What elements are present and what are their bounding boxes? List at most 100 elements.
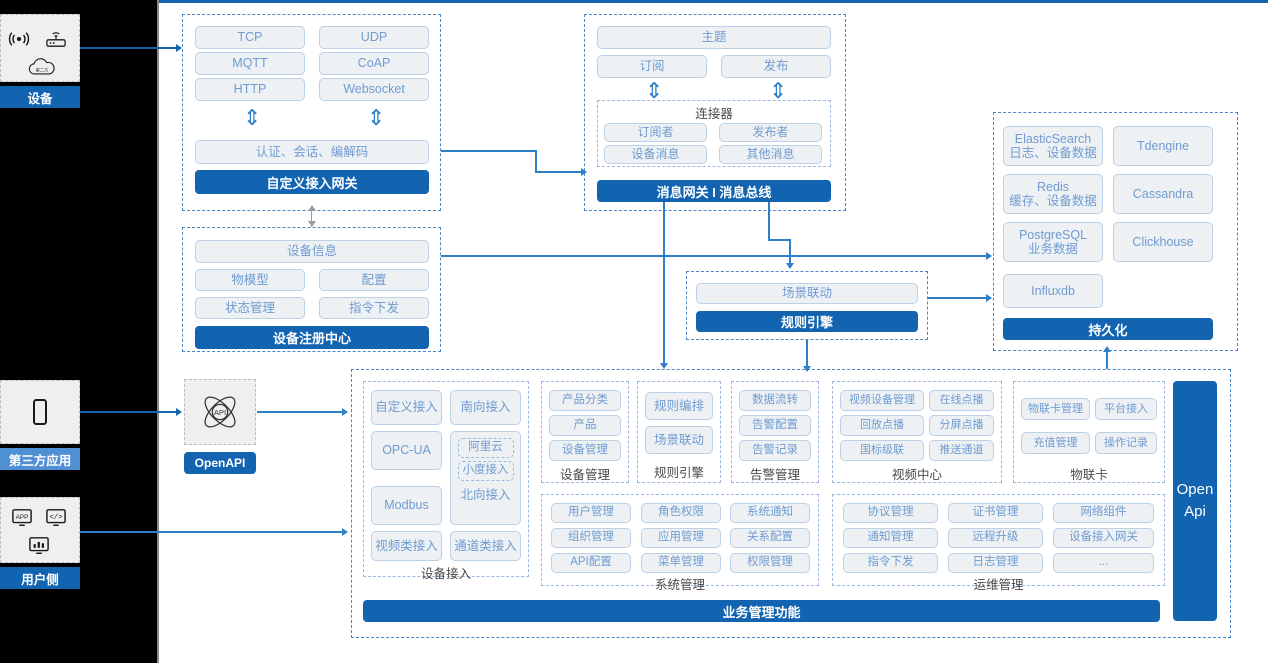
state-mgmt-cell[interactable]: 状态管理 bbox=[195, 297, 305, 319]
dm-product-category[interactable]: 产品分类 bbox=[549, 390, 621, 411]
conn-bus-down-arrow bbox=[660, 363, 668, 369]
sm-user-mgmt[interactable]: 用户管理 bbox=[551, 503, 631, 523]
protocol-tcp[interactable]: TCP bbox=[195, 26, 305, 49]
vc-online-vod[interactable]: 在线点播 bbox=[929, 390, 994, 411]
om-device-access-gateway[interactable]: 设备接入网关 bbox=[1053, 528, 1154, 548]
postgresql-line2: 业务数据 bbox=[1027, 242, 1078, 256]
vc-push-channel[interactable]: 推送通道 bbox=[929, 440, 994, 461]
subscribe-cell[interactable]: 订阅 bbox=[597, 55, 707, 78]
router-icon bbox=[46, 32, 66, 47]
protocol-coap[interactable]: CoAP bbox=[319, 52, 429, 75]
sm-menu-mgmt[interactable]: 菜单管理 bbox=[641, 553, 721, 573]
sm-api-config[interactable]: API配置 bbox=[551, 553, 631, 573]
sm-permission-mgmt[interactable]: 权限管理 bbox=[730, 553, 810, 573]
persistence-elasticsearch[interactable]: ElasticSearch 日志、设备数据 bbox=[1003, 126, 1103, 166]
re-scene-linkage[interactable]: 场景联动 bbox=[645, 426, 713, 454]
re-rule-orchestration[interactable]: 规则编排 bbox=[645, 392, 713, 420]
protocol-mqtt[interactable]: MQTT bbox=[195, 52, 305, 75]
persistence-clickhouse[interactable]: Clickhouse bbox=[1113, 222, 1213, 262]
dm-product[interactable]: 产品 bbox=[549, 415, 621, 436]
config-cell[interactable]: 配置 bbox=[319, 269, 429, 291]
om-notice-mgmt[interactable]: 通知管理 bbox=[843, 528, 938, 548]
da-channel-access[interactable]: 通道类接入 bbox=[450, 531, 521, 561]
da-aliyun[interactable]: 阿里云 bbox=[457, 438, 514, 458]
da-northbound-label: 北向接入 bbox=[460, 488, 511, 502]
ic-iot-card-mgmt[interactable]: 物联卡管理 bbox=[1021, 398, 1090, 420]
sm-org-mgmt[interactable]: 组织管理 bbox=[551, 528, 631, 548]
sm-app-mgmt[interactable]: 应用管理 bbox=[641, 528, 721, 548]
sm-role-permission[interactable]: 角色权限 bbox=[641, 503, 721, 523]
persistence-redis[interactable]: Redis 缓存、设备数据 bbox=[1003, 174, 1103, 214]
da-opc-ua[interactable]: OPC-UA bbox=[371, 431, 442, 470]
protocol-http[interactable]: HTTP bbox=[195, 78, 305, 101]
rule-engine-bar[interactable]: 规则引擎 bbox=[696, 311, 918, 332]
conn-bus-rule-v1 bbox=[768, 202, 770, 240]
device-info-cell[interactable]: 设备信息 bbox=[195, 240, 429, 263]
om-protocol-mgmt[interactable]: 协议管理 bbox=[843, 503, 938, 523]
am-alarm-record[interactable]: 告警记录 bbox=[739, 440, 811, 461]
conn-bus-down-v bbox=[663, 202, 665, 366]
dm-device-management[interactable]: 设备管理 bbox=[549, 440, 621, 461]
om-cert-mgmt[interactable]: 证书管理 bbox=[948, 503, 1043, 523]
publish-cell[interactable]: 发布 bbox=[721, 55, 831, 78]
vertical-divider bbox=[157, 0, 159, 663]
code-screen-icon: </> bbox=[46, 509, 66, 526]
am-alarm-config[interactable]: 告警配置 bbox=[739, 415, 811, 436]
rule-engine-biz-title: 规则引擎 bbox=[653, 466, 704, 480]
da-modbus[interactable]: Modbus bbox=[371, 486, 442, 525]
openapi-bar[interactable]: OpenAPI bbox=[184, 452, 256, 474]
scene-linkage-cell[interactable]: 场景联动 bbox=[696, 283, 918, 304]
conn-registry-persist-arrow bbox=[986, 252, 992, 260]
vc-video-device-mgmt[interactable]: 视频设备管理 bbox=[840, 390, 924, 411]
registry-bar[interactable]: 设备注册中心 bbox=[195, 326, 429, 349]
da-custom-access[interactable]: 自定义接入 bbox=[371, 390, 442, 425]
ic-operation-record[interactable]: 操作记录 bbox=[1095, 432, 1157, 454]
protocol-udp[interactable]: UDP bbox=[319, 26, 429, 49]
topic-cell[interactable]: 主题 bbox=[597, 26, 831, 49]
rule-engine-group bbox=[686, 271, 928, 340]
am-data-flow[interactable]: 数据流转 bbox=[739, 390, 811, 411]
message-bus-bar[interactable]: 消息网关 I 消息总线 bbox=[597, 180, 831, 202]
da-xiaodu[interactable]: 小度接入 bbox=[457, 461, 514, 481]
om-more[interactable]: ... bbox=[1053, 553, 1154, 573]
gateway-bar[interactable]: 自定义接入网关 bbox=[195, 170, 429, 194]
om-command-issue[interactable]: 指令下发 bbox=[843, 553, 938, 573]
device-access-group bbox=[363, 381, 529, 577]
vc-gb-cascade[interactable]: 国标级联 bbox=[840, 440, 924, 461]
connector-publisher[interactable]: 发布者 bbox=[719, 123, 822, 142]
om-network-component[interactable]: 网络组件 bbox=[1053, 503, 1154, 523]
connector-subscriber[interactable]: 订阅者 bbox=[604, 123, 707, 142]
thing-model-cell[interactable]: 物模型 bbox=[195, 269, 305, 291]
connector-other-message[interactable]: 其他消息 bbox=[719, 145, 822, 164]
om-log-mgmt[interactable]: 日志管理 bbox=[948, 553, 1043, 573]
ic-recharge-mgmt[interactable]: 充值管理 bbox=[1021, 432, 1090, 454]
da-video-access[interactable]: 视频类接入 bbox=[371, 531, 442, 561]
open-api-side-bar[interactable]: Open Api bbox=[1173, 381, 1217, 621]
connector-device-message[interactable]: 设备消息 bbox=[604, 145, 707, 164]
sm-system-notice[interactable]: 系统通知 bbox=[730, 503, 810, 523]
persistence-cassandra[interactable]: Cassandra bbox=[1113, 174, 1213, 214]
command-issue-cell[interactable]: 指令下发 bbox=[319, 297, 429, 319]
protocol-websocket[interactable]: Websocket bbox=[319, 78, 429, 101]
persistence-postgresql[interactable]: PostgreSQL 业务数据 bbox=[1003, 222, 1103, 262]
sm-relation-config[interactable]: 关系配置 bbox=[730, 528, 810, 548]
alarm-mgmt-group bbox=[731, 381, 819, 483]
gateway-middle-cell[interactable]: 认证、会话、编解码 bbox=[195, 140, 429, 164]
om-remote-upgrade[interactable]: 远程升级 bbox=[948, 528, 1043, 548]
da-northbound-box[interactable]: 阿里云 小度接入 北向接入 bbox=[450, 431, 521, 525]
da-southbound-access[interactable]: 南向接入 bbox=[450, 390, 521, 425]
elasticsearch-line2: 日志、设备数据 bbox=[1009, 146, 1097, 160]
conn-registry-persist bbox=[441, 255, 987, 257]
vc-playback-vod[interactable]: 回放点播 bbox=[840, 415, 924, 436]
persistence-influxdb[interactable]: Influxdb bbox=[1003, 274, 1103, 308]
persistence-bar[interactable]: 持久化 bbox=[1003, 318, 1213, 340]
business-function-bar[interactable]: 业务管理功能 bbox=[363, 600, 1160, 622]
business-group bbox=[351, 369, 1231, 638]
ic-platform-access[interactable]: 平台接入 bbox=[1095, 398, 1157, 420]
vc-split-screen-vod[interactable]: 分屏点播 bbox=[929, 415, 994, 436]
conn-rule-business-arrow bbox=[803, 366, 811, 372]
persistence-tdengine[interactable]: Tdengine bbox=[1113, 126, 1213, 166]
conn-gw-bus-v bbox=[535, 150, 537, 172]
openapi-icon-box: API bbox=[184, 379, 256, 445]
device-icon-box: 第二方 bbox=[0, 14, 80, 82]
